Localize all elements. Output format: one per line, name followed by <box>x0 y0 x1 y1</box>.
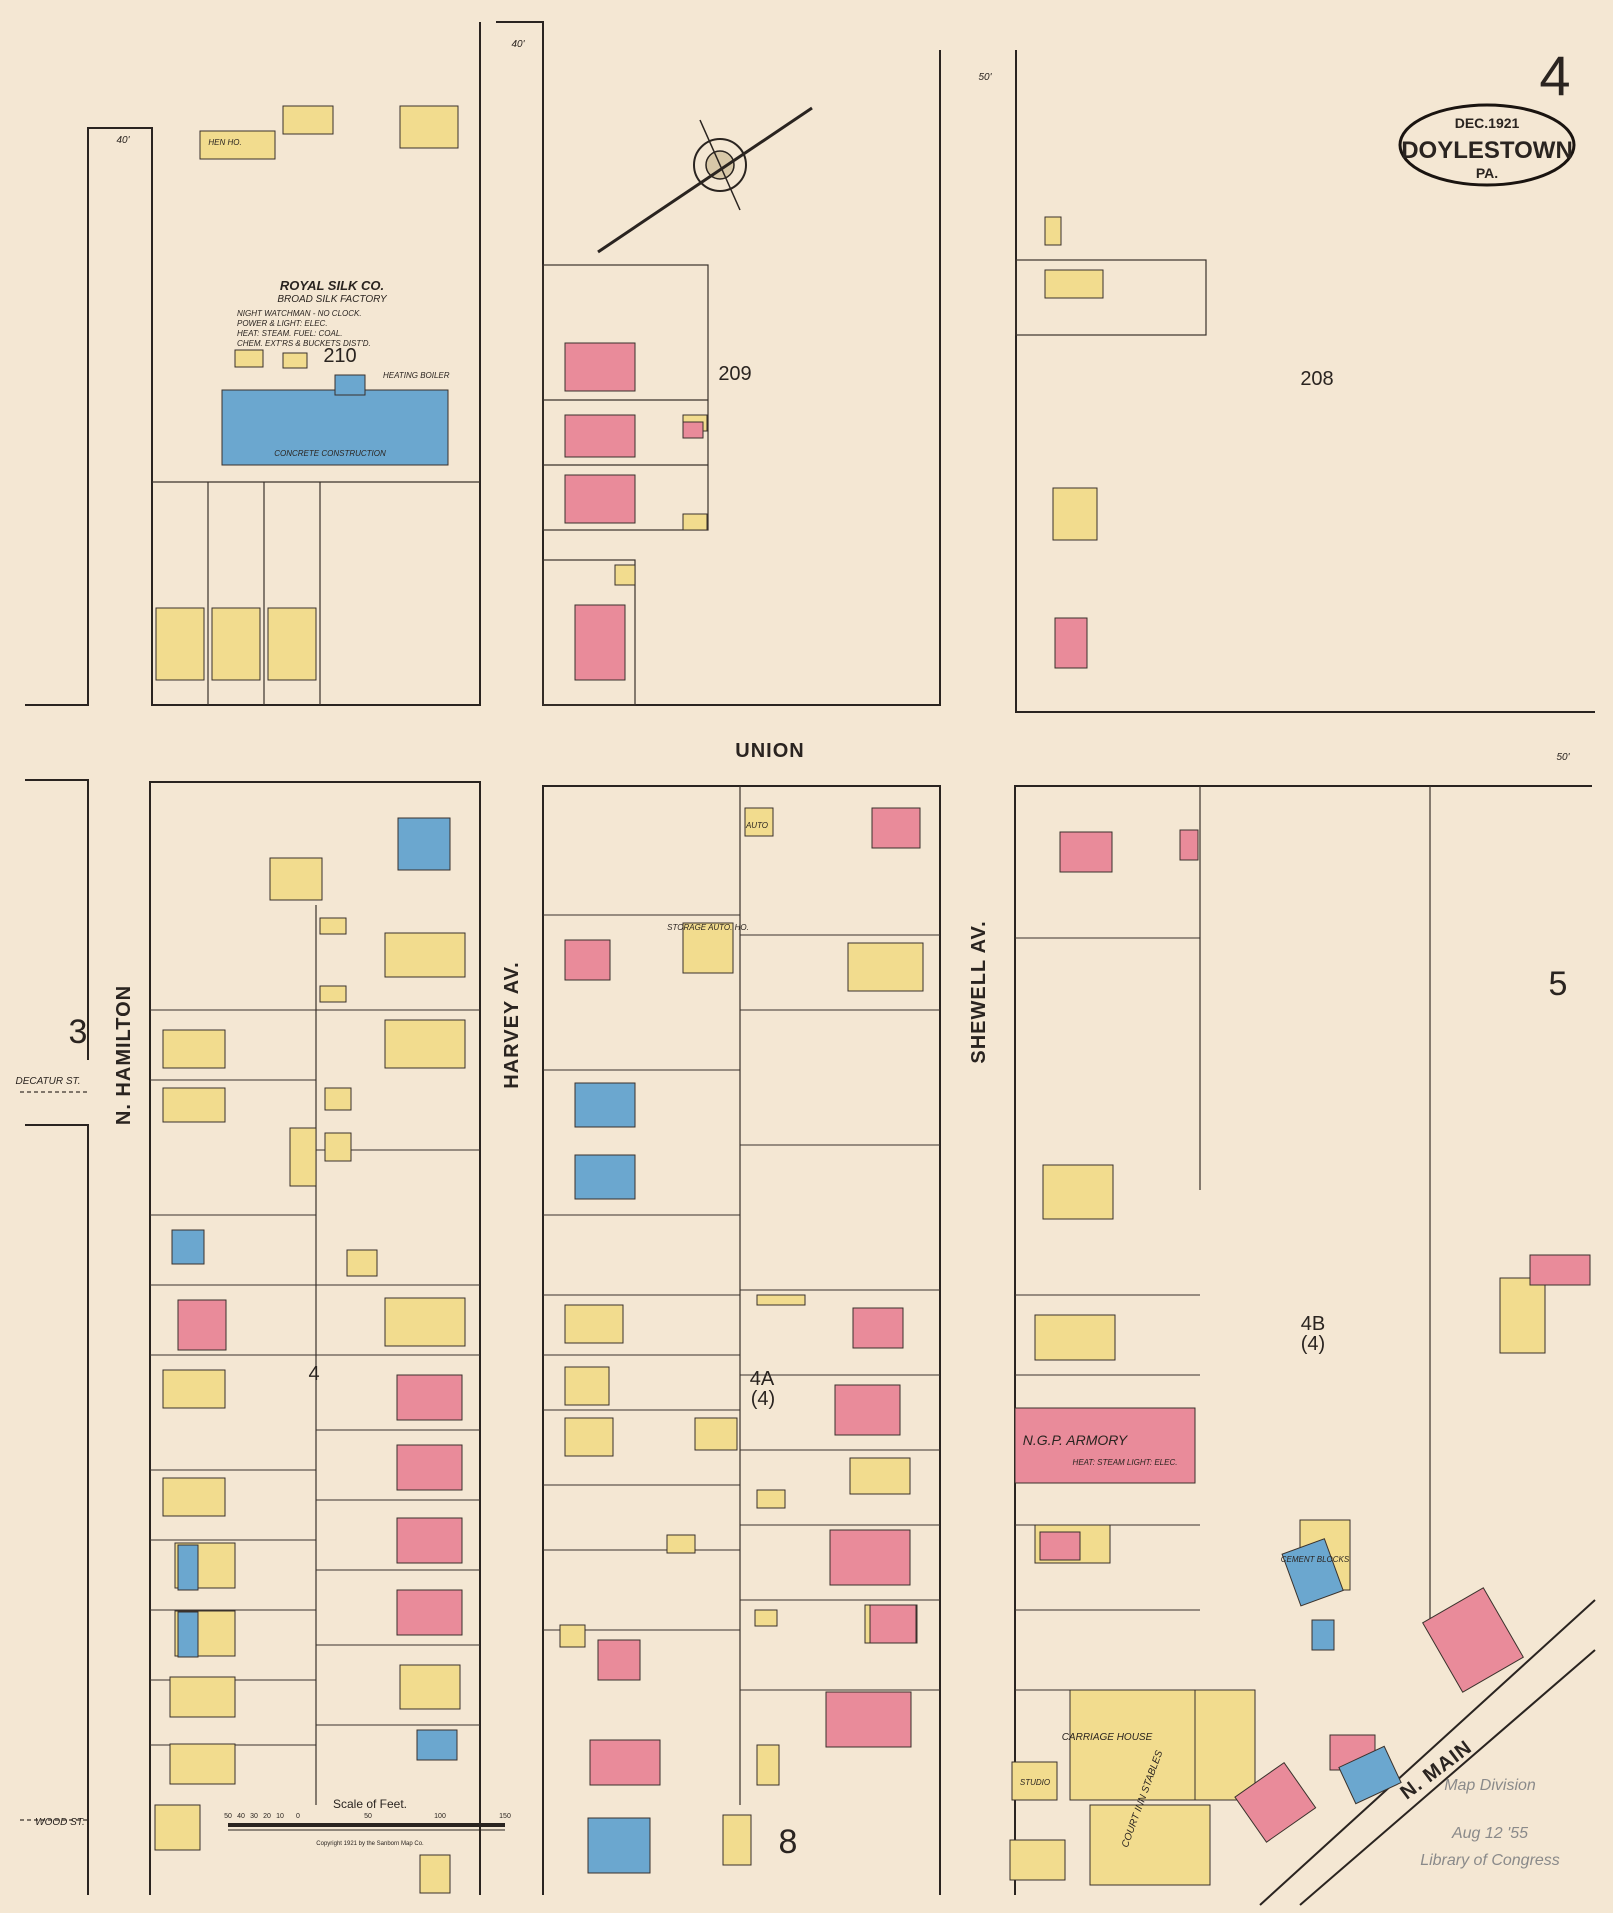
block-number: 4 <box>308 1363 319 1385</box>
factory-note: HEAT: STEAM. FUEL: COAL. <box>237 329 343 338</box>
auto-label: AUTO <box>745 821 768 830</box>
adjacent-sheet: 3 <box>69 1013 88 1051</box>
scale-title: Scale of Feet. <box>333 1797 407 1811</box>
scale-tick: 150 <box>499 1813 511 1820</box>
street-wood-st: WOOD ST. <box>35 1817 85 1828</box>
armory-name: N.G.P. ARMORY <box>1023 1432 1129 1448</box>
hen-house-label: HEN HO. <box>208 138 241 147</box>
scale-tick: 100 <box>434 1813 446 1820</box>
scale-tick: 50 <box>364 1813 372 1820</box>
street-union: UNION <box>735 740 804 762</box>
block-number: (4) <box>751 1388 775 1410</box>
factory-note: CHEM. EXT'RS & BUCKETS DIST'D. <box>237 339 371 348</box>
width-hamilton: 40' <box>116 135 130 146</box>
block-number: 4B <box>1301 1313 1325 1335</box>
compass-rose-icon <box>597 106 813 254</box>
sheet-city: DOYLESTOWN <box>1401 137 1573 164</box>
scale-tick: 10 <box>276 1813 284 1820</box>
street-shewell-av: SHEWELL AV. <box>968 920 990 1063</box>
scale-tick: 30 <box>250 1813 258 1820</box>
factory-name: ROYAL SILK CO. <box>280 278 384 293</box>
stamp-line: Map Division <box>1444 1777 1536 1794</box>
street-n-hamilton: N. HAMILTON <box>113 985 135 1125</box>
width-shewell: 50' <box>978 72 992 83</box>
cement-blocks-label: CEMENT BLOCKS <box>1281 1555 1350 1564</box>
carriage-house-label: CARRIAGE HOUSE <box>1062 1732 1153 1743</box>
library-stamp: Map Division Aug 12 '55 Library of Congr… <box>1420 1777 1560 1869</box>
width-harvey: 40' <box>511 39 525 50</box>
factory-note: POWER & LIGHT: ELEC. <box>237 319 328 328</box>
adjacent-sheet: 5 <box>1549 965 1568 1003</box>
factory-construction: CONCRETE CONSTRUCTION <box>274 449 386 458</box>
block-number: 208 <box>1300 368 1333 390</box>
stamp-line: Library of Congress <box>1420 1852 1560 1869</box>
factory-note: NIGHT WATCHMAN - NO CLOCK. <box>237 309 362 318</box>
block-number: 210 <box>323 345 356 367</box>
block-number: (4) <box>1301 1333 1325 1355</box>
scale-tick: 50 <box>224 1813 232 1820</box>
adjacent-sheet: 8 <box>779 1823 798 1861</box>
storage-label: STORAGE AUTO. HO. <box>667 923 749 932</box>
factory-type: BROAD SILK FACTORY <box>277 294 388 305</box>
armory-notes: HEAT: STEAM LIGHT: ELEC. <box>1073 1458 1178 1467</box>
lot-lines <box>150 914 1200 1746</box>
width-union: 50' <box>1556 752 1570 763</box>
sheet-number: 4 <box>1539 44 1570 107</box>
scale-tick: 0 <box>296 1813 300 1820</box>
stone-buildings <box>171 374 1402 1874</box>
scale-tick: 20 <box>263 1813 271 1820</box>
sheet-state: PA. <box>1476 165 1498 181</box>
factory-boiler: HEATING BOILER <box>383 371 450 380</box>
scale-tick: 40 <box>237 1813 245 1820</box>
sheet-date: DEC.1921 <box>1455 115 1520 131</box>
stamp-line: Aug 12 '55 <box>1451 1825 1528 1842</box>
studio-label: STUDIO <box>1020 1778 1050 1787</box>
block-number: 209 <box>718 363 751 385</box>
block-number: 4A <box>750 1368 775 1390</box>
brick-buildings <box>177 342 1591 1843</box>
copyright: Copyright 1921 by the Sanborn Map Co. <box>316 1841 424 1847</box>
street-decatur-st: DECATUR ST. <box>15 1076 80 1087</box>
scale-bar: Scale of Feet. 50 40 30 20 10 0 50 100 1… <box>224 1797 511 1847</box>
street-harvey-av: HARVEY AV. <box>501 961 523 1088</box>
title-cartouche: DEC.1921 DOYLESTOWN PA. <box>1398 103 1576 187</box>
